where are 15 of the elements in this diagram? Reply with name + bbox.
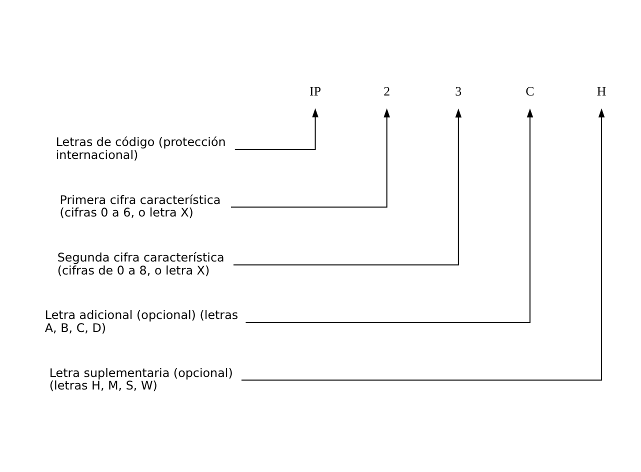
arrow [230, 108, 390, 208]
arrow [232, 108, 462, 266]
arrow [234, 108, 318, 150]
node-text: 2 [384, 83, 390, 98]
node-text: 3 [455, 83, 462, 98]
node-text: Letras de código (protección internacional) [56, 135, 226, 162]
arrow [245, 108, 534, 323]
arrow [240, 108, 605, 381]
node-text: Letra suplementaria (opcional) (letras H, M, S, W) [49, 366, 233, 393]
node-text: Letra adicional (opcional) (letras A, B, C, D) [44, 308, 238, 336]
node-text: Primera cifra característica (cifras 0 a 6, o letra X) [60, 192, 221, 220]
node-text: H [596, 83, 606, 98]
node-text: IP [310, 83, 322, 98]
node-text: Segunda cifra característica (cifras de 0 a 8, o letra X) [57, 250, 224, 278]
node-text: C [526, 83, 534, 98]
